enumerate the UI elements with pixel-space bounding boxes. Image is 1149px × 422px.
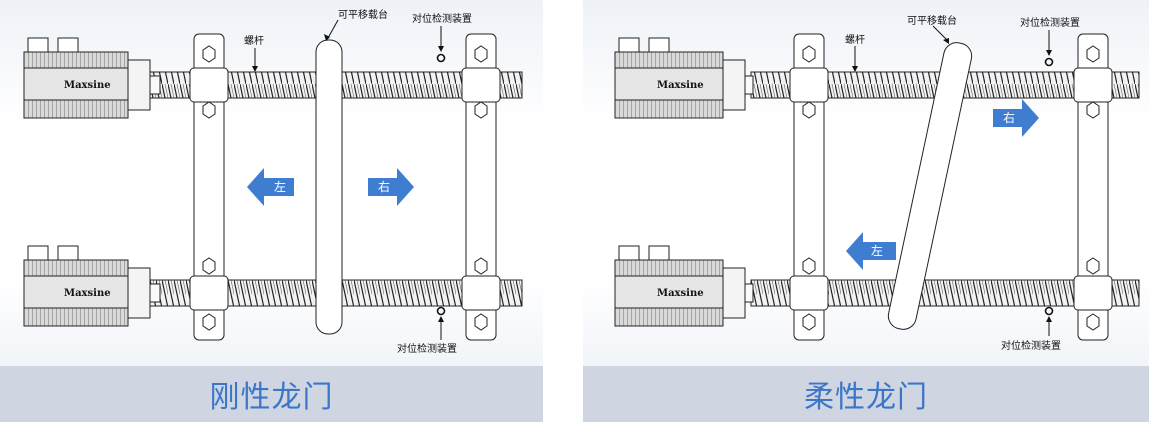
- left-beam: [789, 33, 829, 341]
- arrow-right-label: 右: [378, 179, 390, 194]
- bottom-sensor-icon: [436, 306, 446, 316]
- bottom-sensor-icon: [1044, 306, 1054, 316]
- arrow-left-label: 左: [274, 179, 286, 194]
- bottom-servo-motor: [23, 245, 161, 327]
- rigid-gantry-panel: 螺杆 可平移载台 对位检测装置 对位检测装置 Maxsine Maxsine 左…: [0, 0, 543, 422]
- right-arrow-icon: 右: [993, 99, 1039, 137]
- sensor-top-label: 对位检测装置: [412, 12, 472, 25]
- top-servo-motor: [614, 37, 754, 119]
- left-beam: [189, 33, 229, 341]
- rigid-gantry-caption: 刚性龙门: [209, 380, 334, 415]
- top-sensor-icon: [436, 53, 446, 63]
- sensor-top-label: 对位检测装置: [1020, 16, 1080, 29]
- top-servo-motor: [23, 37, 161, 119]
- screw-label: 螺杆: [845, 34, 865, 46]
- rigid-caption-bar: 刚性龙门: [0, 366, 543, 422]
- bottom-motor-brand: Maxsine: [64, 288, 111, 299]
- translating-platform: [887, 42, 973, 330]
- right-beam: [461, 33, 501, 341]
- rigid-gantry-diagram: 螺杆 可平移载台 对位检测装置 对位检测装置 Maxsine Maxsine 左…: [23, 8, 523, 355]
- arrow-left-label: 左: [871, 243, 883, 258]
- flexible-gantry-panel: 螺杆 可平移载台 对位检测装置 对位检测装置 Maxsine Maxsine 右…: [583, 0, 1149, 422]
- bottom-motor-brand: Maxsine: [657, 288, 704, 299]
- flexible-gantry-diagram: 螺杆 可平移载台 对位检测装置 对位检测装置 Maxsine Maxsine 右…: [614, 14, 1140, 352]
- right-arrow-icon: 右: [368, 168, 414, 206]
- platform-label: 可平移载台: [338, 8, 388, 21]
- screw-label: 螺杆: [244, 35, 264, 47]
- left-arrow-icon: 左: [846, 232, 896, 270]
- left-arrow-icon: 左: [247, 168, 294, 206]
- translating-platform: [315, 39, 343, 335]
- flexible-gantry-caption: 柔性龙门: [804, 380, 928, 415]
- top-motor-brand: Maxsine: [64, 80, 111, 91]
- sensor-bottom-label: 对位检测装置: [397, 342, 457, 355]
- platform-label: 可平移载台: [907, 14, 957, 27]
- right-beam: [1073, 33, 1113, 341]
- flexible-caption-bar: 柔性龙门: [583, 366, 1149, 422]
- top-sensor-icon: [1044, 57, 1054, 67]
- bottom-servo-motor: [614, 245, 754, 327]
- sensor-bottom-label: 对位检测装置: [1001, 339, 1061, 352]
- top-motor-brand: Maxsine: [657, 80, 704, 91]
- arrow-right-label: 右: [1003, 110, 1015, 125]
